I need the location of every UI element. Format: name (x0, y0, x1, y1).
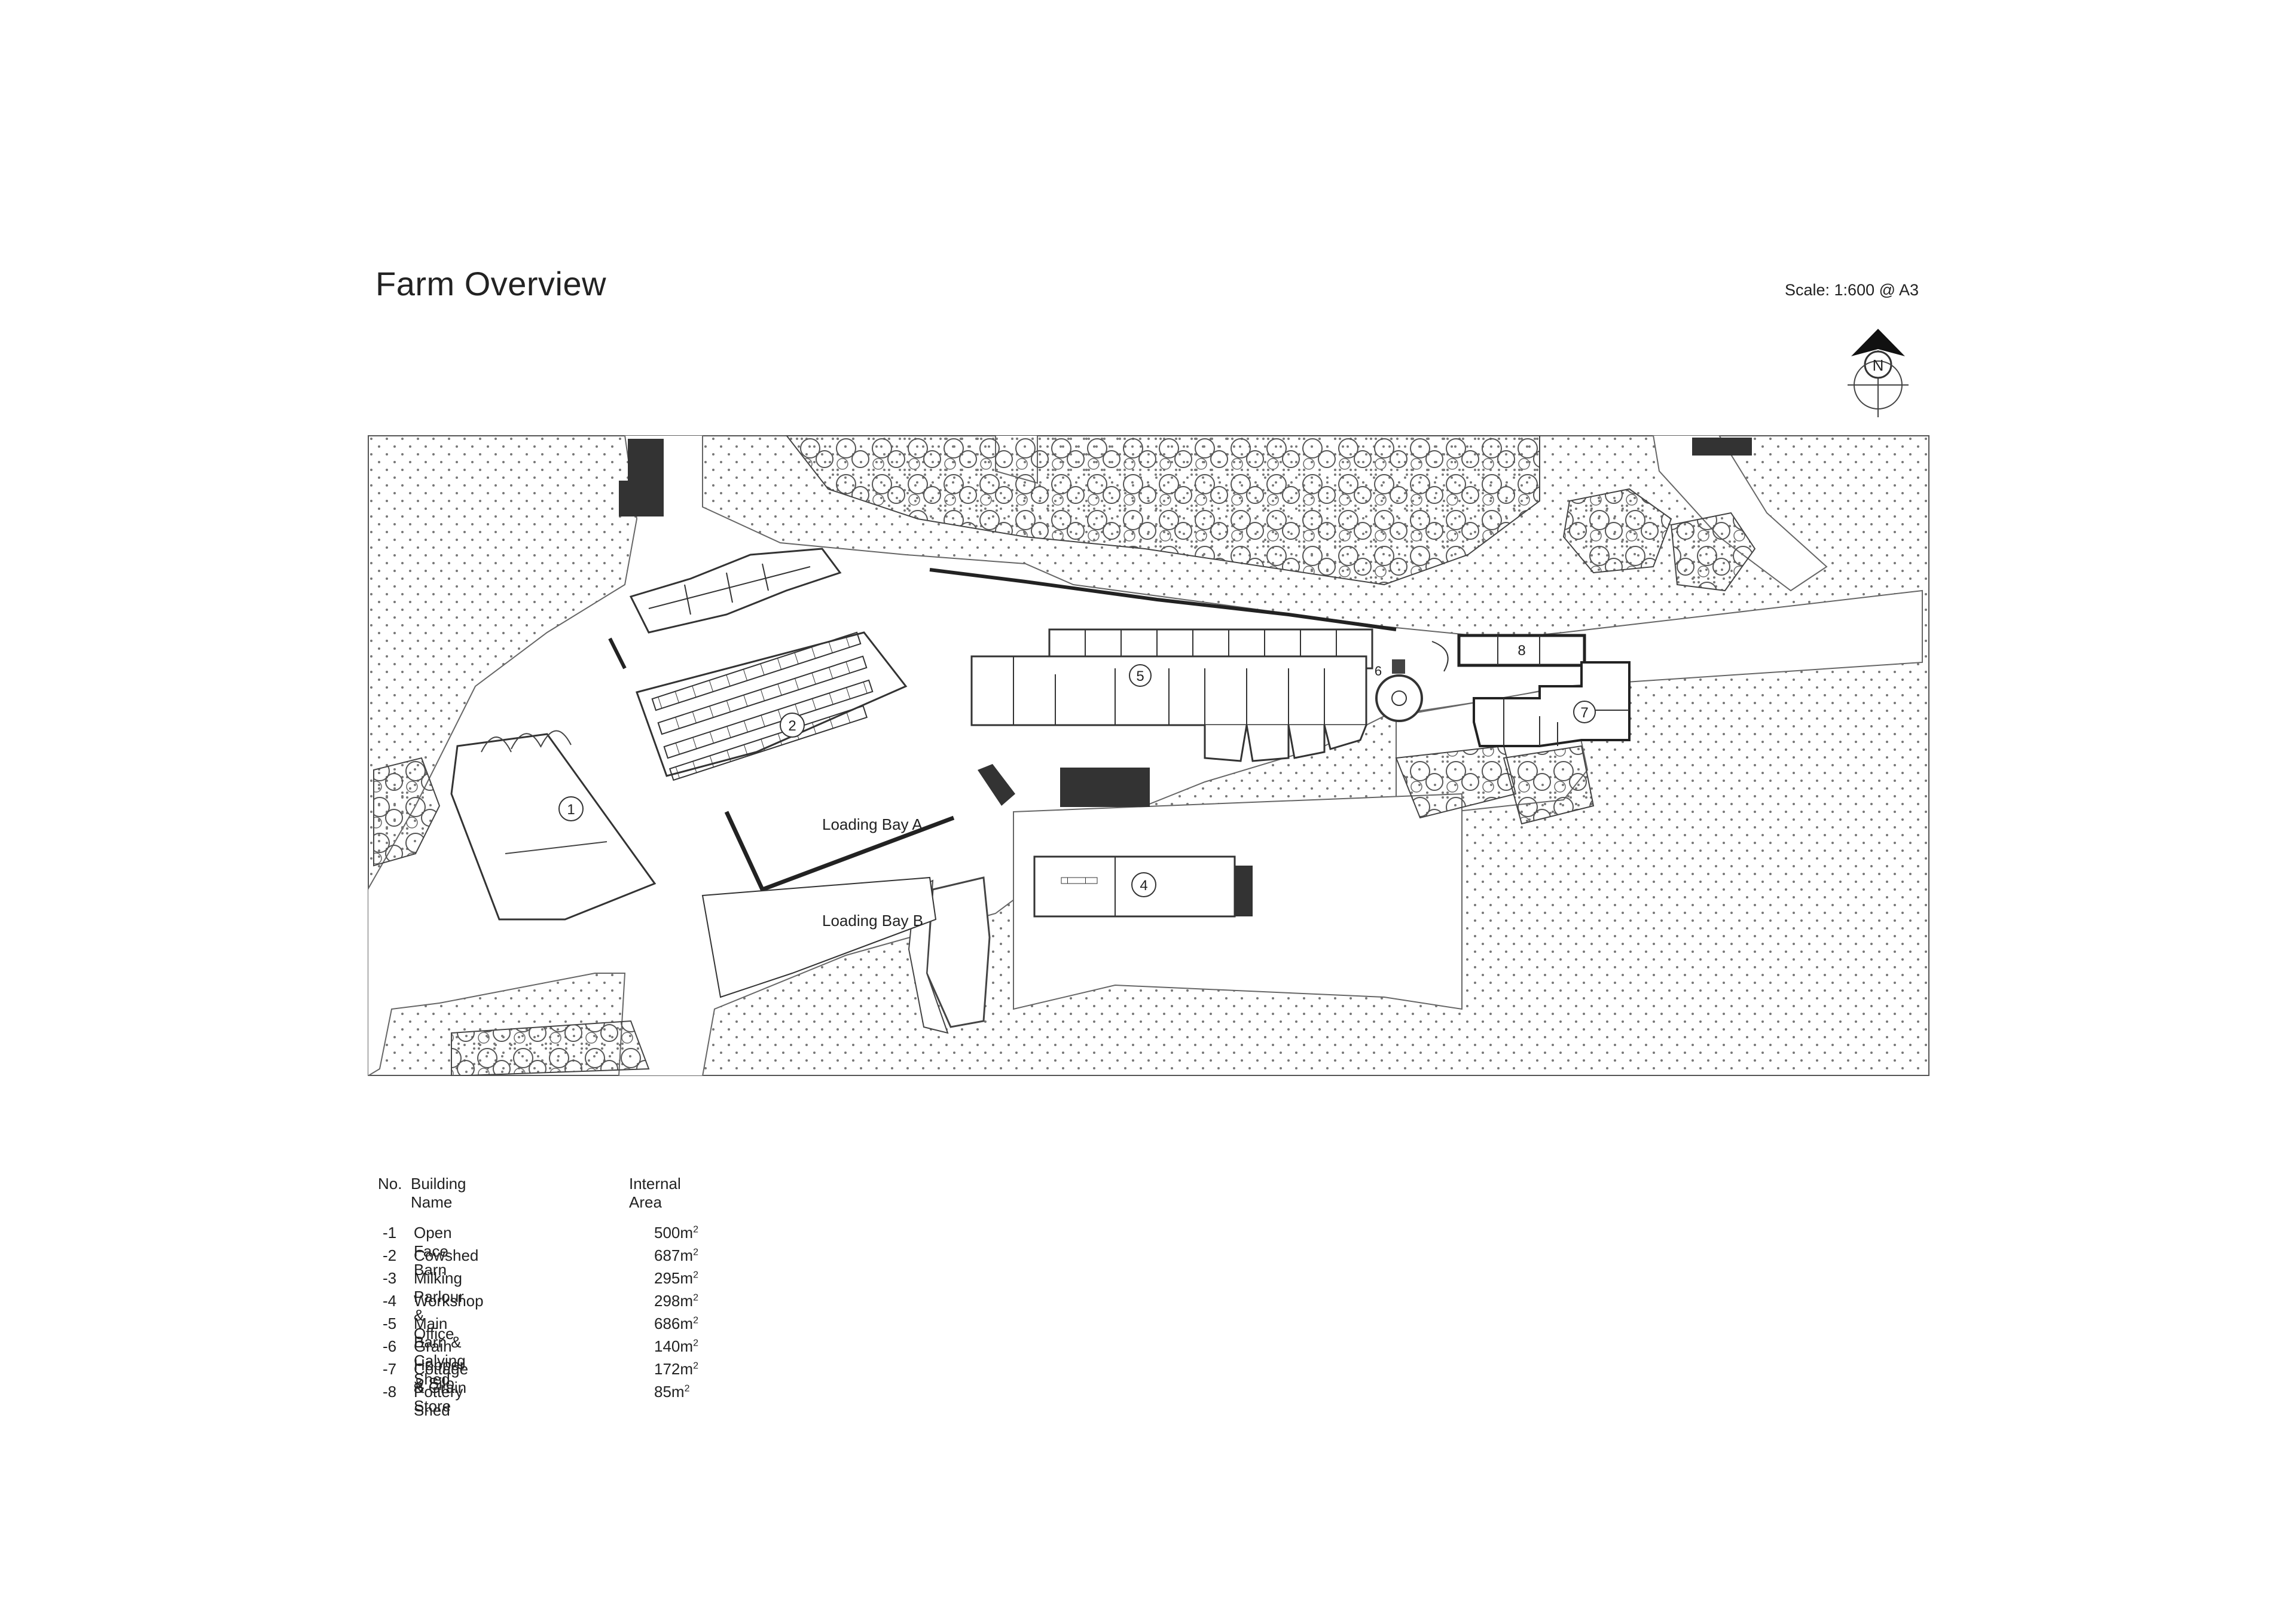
legend-building-name: Cottage & Grain Store (414, 1360, 469, 1415)
legend-building-name: Open Face Barn (414, 1224, 452, 1279)
legend-building-name: Main Barn & Calving Shed (414, 1315, 466, 1388)
legend-building-number: -8 (383, 1383, 397, 1401)
marker-8: 8 (1518, 643, 1525, 659)
site-plan: 1 2 Loading Bay A Loading Bay B 4 5 6 8 … (368, 435, 1929, 1076)
legend-header-no: No. (378, 1175, 402, 1193)
marker-5: 5 (1136, 668, 1144, 684)
label-loading-bay-b: Loading Bay B (822, 912, 923, 930)
legend-building-name: Milking Parlour & Office (414, 1269, 464, 1343)
legend-building-number: -5 (383, 1315, 397, 1332)
legend-building-area: 500m2 (654, 1224, 698, 1242)
legend-building-area: 686m2 (654, 1315, 698, 1332)
marker-6: 6 (1375, 664, 1382, 678)
legend-building-name: Workshop (414, 1292, 484, 1310)
legend-building-number: -4 (383, 1292, 397, 1310)
legend-header-name: Building Name (411, 1175, 466, 1211)
label-loading-bay-a: Loading Bay A (822, 815, 923, 833)
scale-label: Scale: 1:600 @ A3 (1785, 281, 1919, 299)
marker-4: 4 (1140, 878, 1147, 894)
legend-building-number: -6 (383, 1337, 397, 1355)
legend-building-area: 295m2 (654, 1269, 698, 1287)
legend-building-area: 85m2 (654, 1383, 690, 1401)
legend-building-number: -3 (383, 1269, 397, 1287)
legend-building-name: Pottery Shed (414, 1383, 463, 1419)
legend-building-number: -7 (383, 1360, 397, 1378)
north-label: N (1873, 356, 1884, 374)
legend-building-area: 298m2 (654, 1292, 698, 1310)
legend-building-area: 687m2 (654, 1246, 698, 1264)
marker-7: 7 (1580, 705, 1588, 721)
legend-building-name: Cowshed (414, 1246, 479, 1264)
legend-building-area: 140m2 (654, 1337, 698, 1355)
legend-header-area: Internal Area (629, 1175, 681, 1211)
legend-building-area: 172m2 (654, 1360, 698, 1378)
legend-building-number: -2 (383, 1246, 397, 1264)
legend-building-name: Grain Hopper & Silo (414, 1337, 465, 1392)
north-arrow-icon: N (1848, 329, 1909, 417)
legend-building-number: -1 (383, 1224, 397, 1242)
marker-2: 2 (788, 718, 796, 734)
page-title: Farm Overview (375, 265, 607, 302)
marker-1: 1 (567, 802, 575, 818)
